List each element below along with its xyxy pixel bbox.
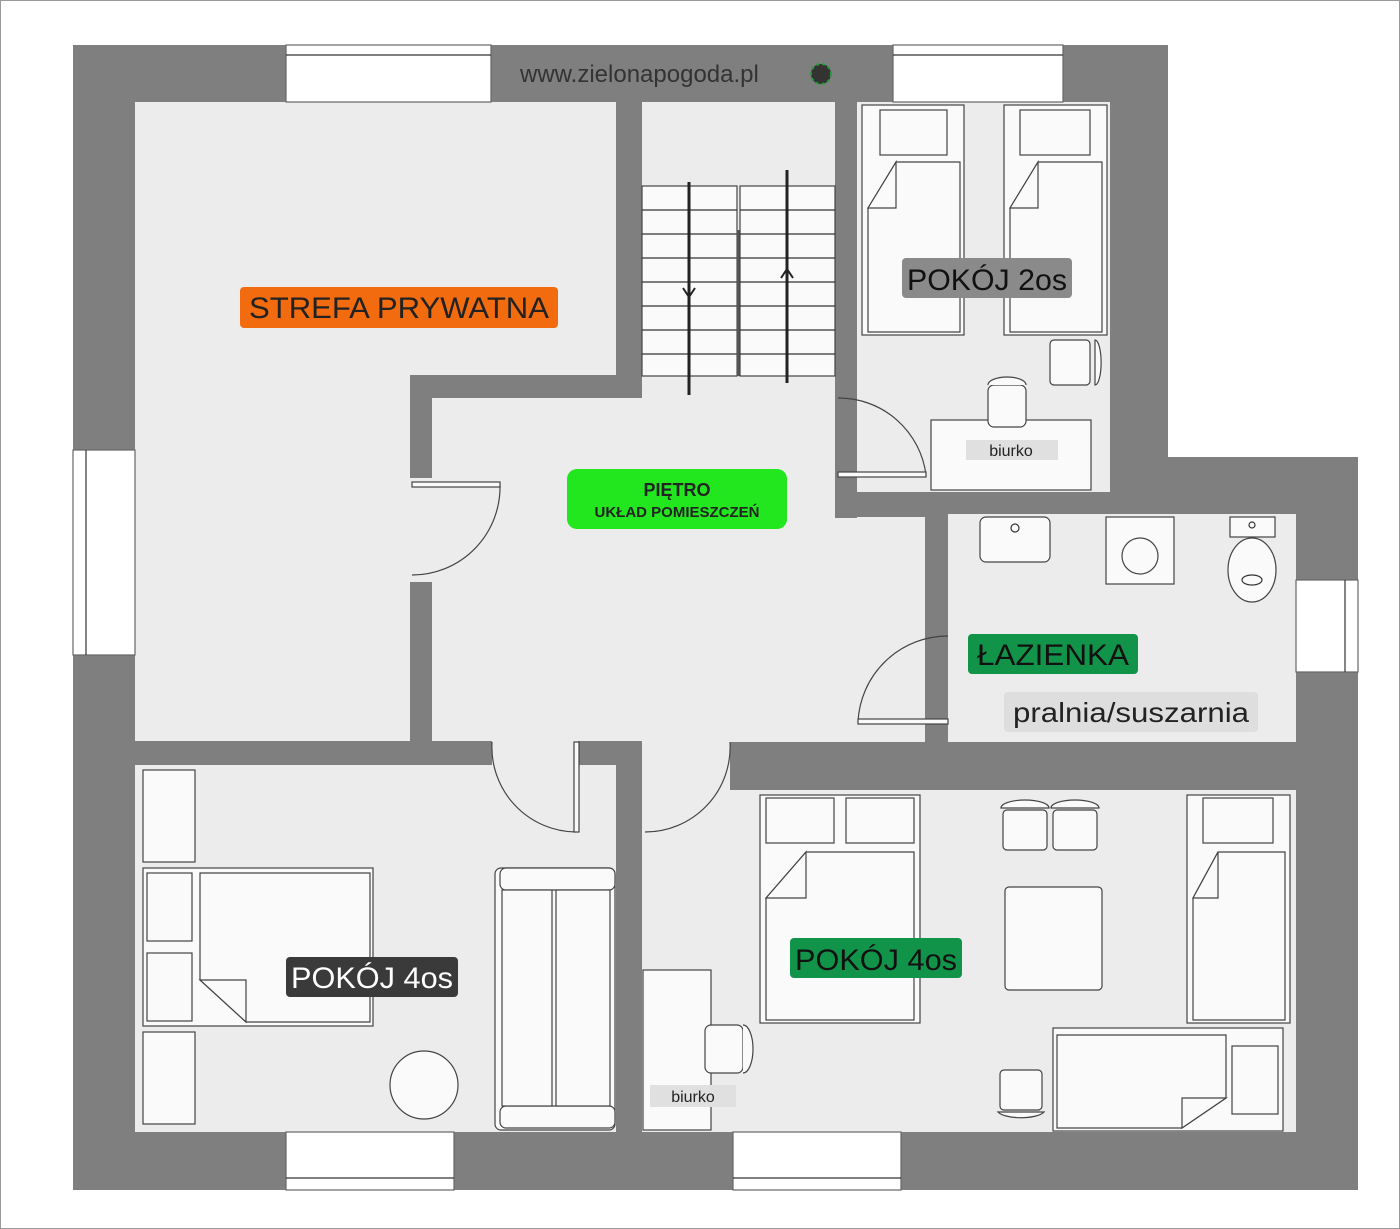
window-top-right <box>892 44 1064 103</box>
bathroom-fixtures <box>979 516 1277 603</box>
label-floor-title: PIĘTRO UKŁAD POMIESZCZEŃ <box>567 469 787 529</box>
svg-text:POKÓJ 4os: POKÓJ 4os <box>795 944 957 977</box>
svg-text:pralnia/suszarnia: pralnia/suszarnia <box>1013 697 1249 728</box>
label-room-2os: POKÓJ 2os <box>902 258 1072 298</box>
svg-text:ŁAZIENKA: ŁAZIENKA <box>977 639 1129 672</box>
floor-private-zone <box>135 102 616 741</box>
window-right <box>1295 579 1359 673</box>
website-text: www.zielonapogoda.pl <box>519 61 759 88</box>
table <box>1004 886 1103 991</box>
room-4os-right-furniture <box>642 794 1291 1132</box>
svg-text:POKÓJ 4os: POKÓJ 4os <box>291 962 453 995</box>
round-table <box>389 1050 459 1120</box>
stool-2 <box>1052 809 1098 851</box>
door-room-2os <box>837 397 927 476</box>
door-room-4os-left <box>491 741 577 833</box>
desk-label-top: biurko <box>989 443 1033 460</box>
chair <box>1049 339 1091 386</box>
stool-1 <box>1002 809 1048 851</box>
window-top-left <box>285 44 492 103</box>
window-left <box>72 449 136 656</box>
windows <box>72 44 1359 1191</box>
doors <box>411 397 949 833</box>
window-bottom-left <box>285 1131 455 1191</box>
label-laundry: pralnia/suszarnia <box>1004 692 1258 732</box>
desk-chair-4os <box>704 1024 744 1074</box>
wardrobe-top <box>142 769 196 863</box>
label-bathroom: ŁAZIENKA <box>968 634 1138 674</box>
svg-text:POKÓJ 2os: POKÓJ 2os <box>907 264 1067 297</box>
window-bottom-right <box>732 1131 902 1191</box>
label-room-4os-right: POKÓJ 4os <box>790 938 962 978</box>
stool-3 <box>999 1069 1043 1111</box>
svg-text:UKŁAD POMIESZCZEŃ: UKŁAD POMIESZCZEŃ <box>595 504 760 521</box>
door-private-zone <box>411 484 501 576</box>
label-room-4os-left: POKÓJ 4os <box>286 957 458 997</box>
wardrobe-bottom <box>142 1031 196 1125</box>
door-bathroom <box>857 635 949 723</box>
desk-chair-2os <box>987 384 1027 428</box>
globe-icon <box>810 63 832 85</box>
desk-label-bottom: biurko <box>671 1089 715 1106</box>
toilet <box>1229 516 1276 538</box>
partitions <box>135 102 1296 1132</box>
svg-text:PIĘTRO: PIĘTRO <box>643 480 710 500</box>
label-private-zone: STREFA PRYWATNA <box>240 287 558 328</box>
room-4os-left-furniture <box>142 769 616 1131</box>
staircase <box>641 170 836 395</box>
svg-text:STREFA PRYWATNA: STREFA PRYWATNA <box>249 292 549 325</box>
door-room-4os-right <box>644 741 731 833</box>
sink <box>979 516 1051 563</box>
